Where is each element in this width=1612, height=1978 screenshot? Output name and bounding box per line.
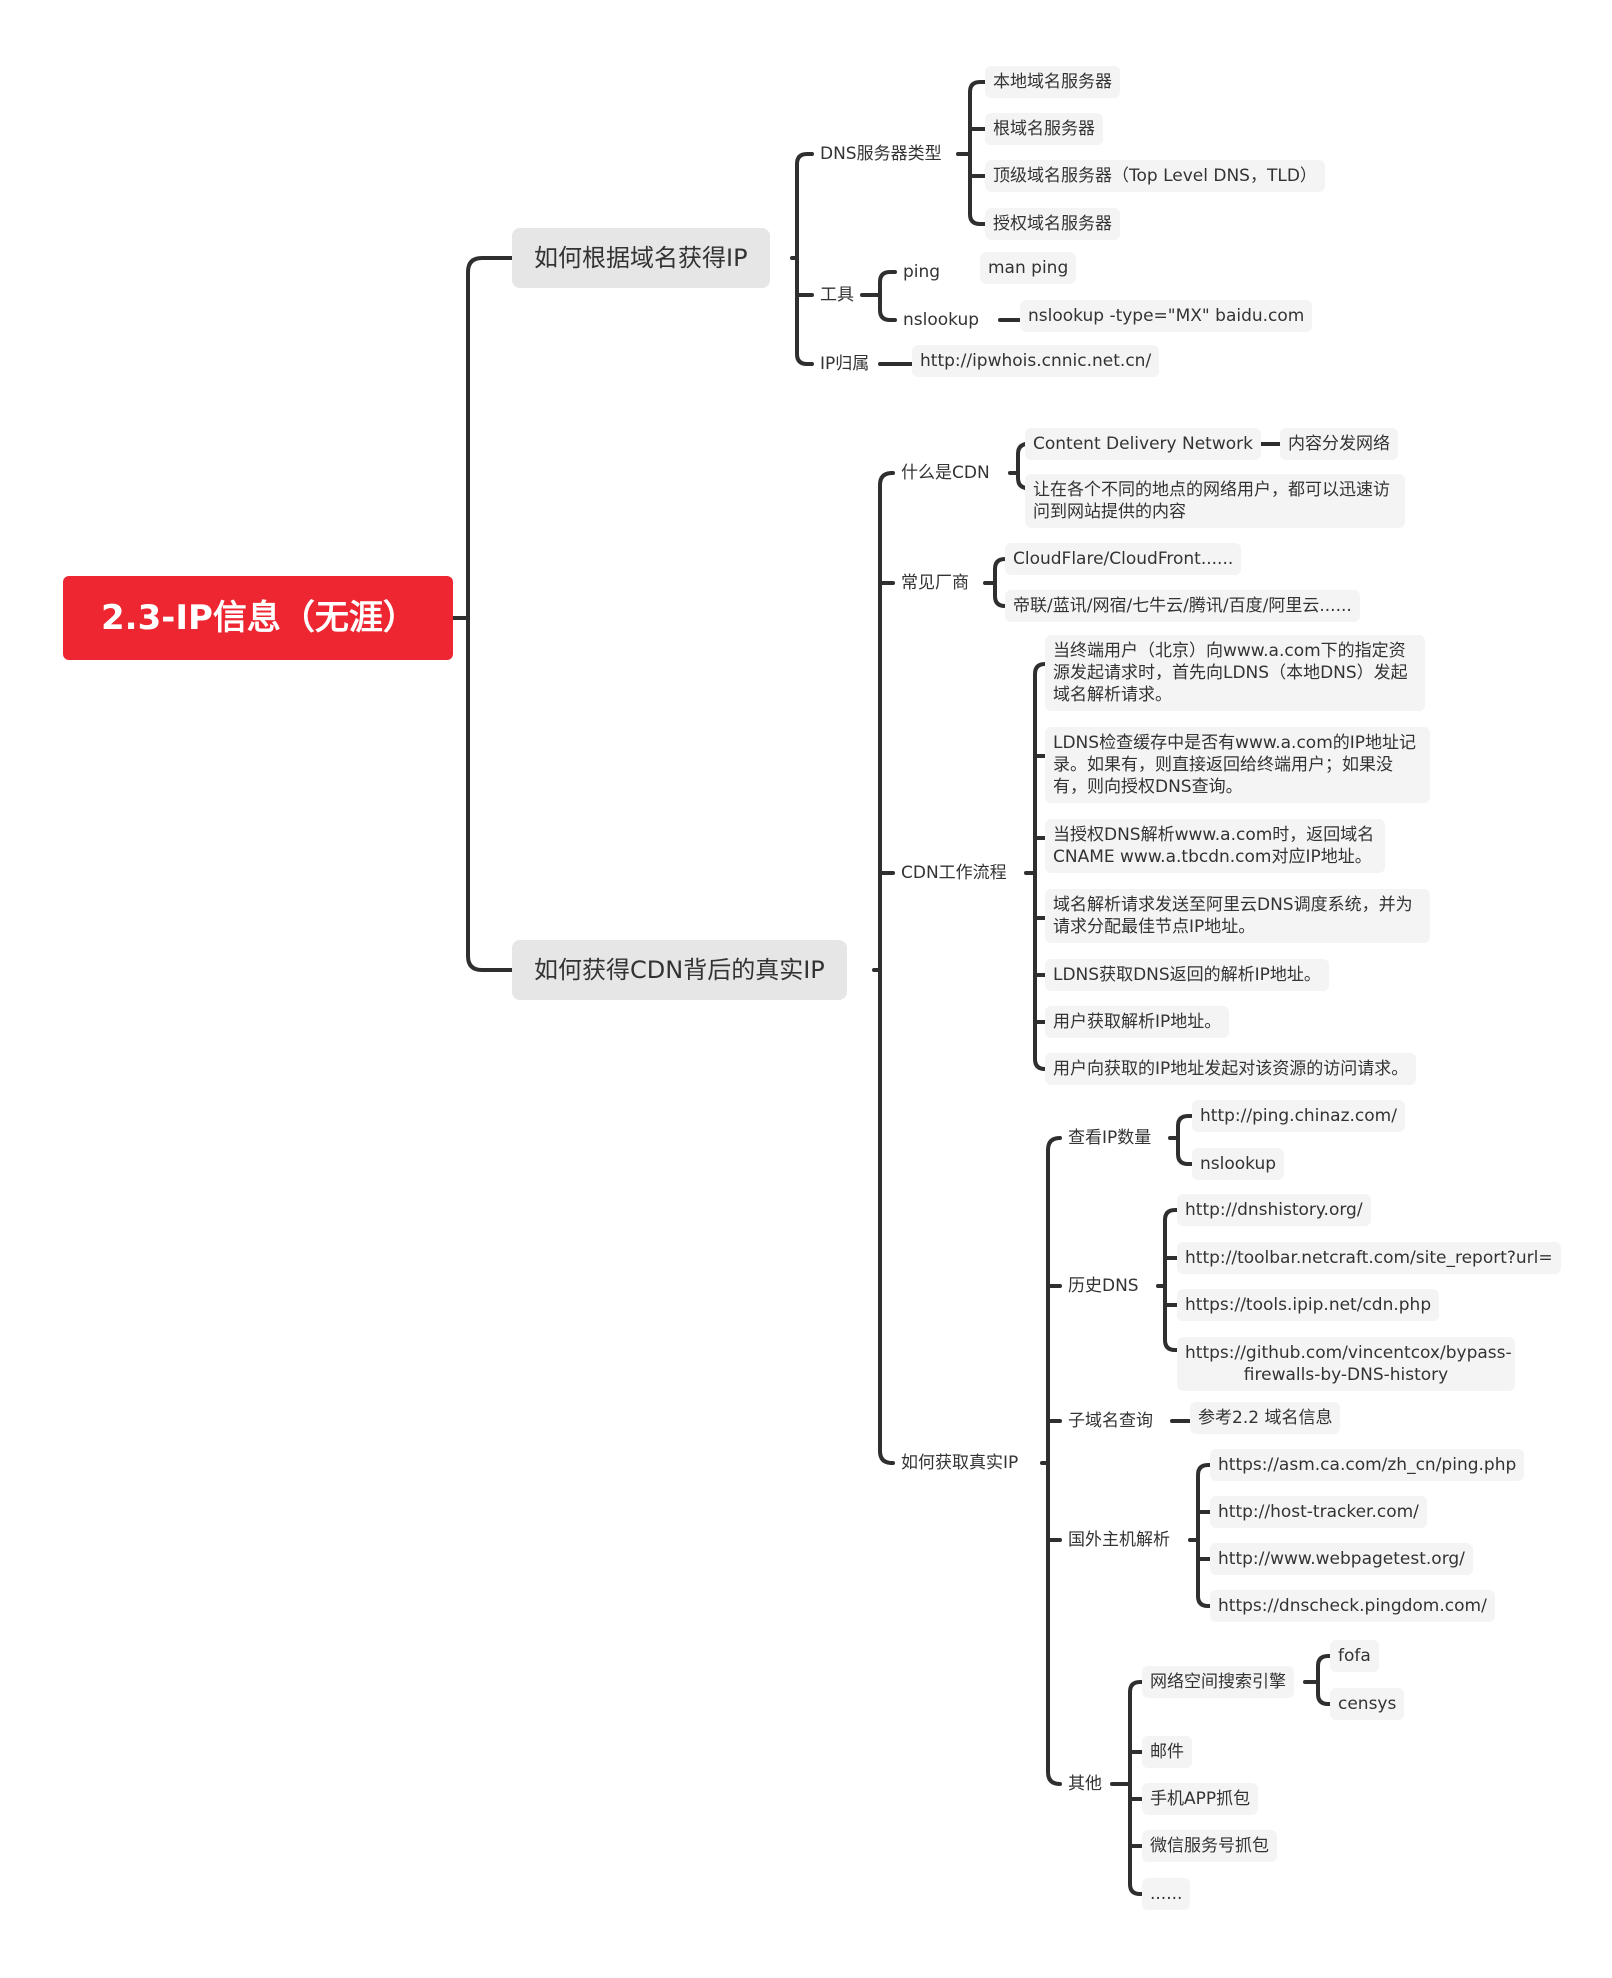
- connector: [1176, 1136, 1194, 1166]
- connector: [993, 557, 1007, 585]
- connector: [466, 616, 514, 972]
- cdn-chinese-name[interactable]: 内容分发网络: [1280, 428, 1398, 460]
- connector: [1316, 1654, 1332, 1684]
- connector: [1163, 1208, 1179, 1288]
- search-engine-node[interactable]: 网络空间搜索引擎: [1142, 1666, 1294, 1698]
- vendor-item[interactable]: 帝联/蓝讯/网宿/七牛云/腾讯/百度/阿里云......: [1005, 590, 1360, 622]
- foreign-resolve-node[interactable]: 国外主机解析: [1068, 1530, 1170, 1550]
- connector: [1176, 1114, 1194, 1140]
- other-node[interactable]: 其他: [1068, 1774, 1102, 1794]
- connector: [466, 256, 514, 620]
- subdomain-node[interactable]: 子域名查询: [1068, 1411, 1153, 1431]
- workflow-step[interactable]: 域名解析请求发送至阿里云DNS调度系统，并为请求分配最佳节点IP地址。: [1045, 889, 1430, 943]
- dns-type-item[interactable]: 根域名服务器: [985, 113, 1103, 145]
- connector: [1163, 1284, 1179, 1352]
- branch-domain-to-ip[interactable]: 如何根据域名获得IP: [512, 228, 770, 288]
- connector: [878, 270, 897, 297]
- connector: [1128, 1680, 1144, 1786]
- connector: [1046, 1136, 1062, 1465]
- subdomain-ref[interactable]: 参考2.2 域名信息: [1190, 1402, 1341, 1434]
- other-item[interactable]: 邮件: [1142, 1736, 1192, 1768]
- connector: [1033, 662, 1047, 875]
- fofa-node[interactable]: fofa: [1330, 1640, 1379, 1672]
- history-dns-link[interactable]: http://toolbar.netcraft.com/site_report?…: [1177, 1242, 1561, 1274]
- workflow-step[interactable]: 用户向获取的IP地址发起对该资源的访问请求。: [1045, 1053, 1417, 1085]
- connector: [1196, 1538, 1212, 1608]
- other-item[interactable]: ......: [1142, 1878, 1191, 1910]
- foreign-link[interactable]: https://dnscheck.pingdom.com/: [1210, 1590, 1495, 1622]
- man-ping-node[interactable]: man ping: [980, 252, 1077, 284]
- cdn-description[interactable]: 让在各个不同的地点的网络用户，都可以迅速访问到网站提供的内容: [1025, 474, 1405, 528]
- ip-owner-node[interactable]: IP归属: [820, 354, 870, 374]
- workflow-step[interactable]: LDNS获取DNS返回的解析IP地址。: [1045, 959, 1329, 991]
- connector: [1033, 871, 1047, 1071]
- connector: [795, 256, 814, 366]
- connector: [878, 471, 895, 972]
- connector: [1316, 1680, 1332, 1706]
- connector: [1128, 1782, 1144, 1896]
- cdn-vendors[interactable]: 常见厂商: [901, 573, 969, 593]
- tools-node[interactable]: 工具: [820, 285, 854, 305]
- dns-type-item[interactable]: 授权域名服务器: [985, 208, 1120, 240]
- connector: [968, 152, 987, 226]
- history-dns-link[interactable]: https://tools.ipip.net/cdn.php: [1177, 1289, 1440, 1321]
- connector: [878, 293, 897, 322]
- workflow-step[interactable]: 用户获取解析IP地址。: [1045, 1006, 1230, 1038]
- history-dns-link[interactable]: https://github.com/vincentcox/bypass-fir…: [1177, 1337, 1515, 1391]
- ip-count-node[interactable]: 查看IP数量: [1068, 1128, 1152, 1148]
- cdn-workflow[interactable]: CDN工作流程: [901, 863, 1007, 883]
- workflow-step[interactable]: LDNS检查缓存中是否有www.a.com的IP地址记录。如果有，则直接返回给终…: [1045, 727, 1430, 803]
- cdn-full-name[interactable]: Content Delivery Network: [1025, 428, 1261, 460]
- chinaz-link[interactable]: http://ping.chinaz.com/: [1192, 1100, 1405, 1132]
- root-node[interactable]: 2.3-IP信息（无涯）: [63, 576, 453, 660]
- dns-server-types[interactable]: DNS服务器类型: [820, 144, 942, 164]
- workflow-step[interactable]: 当终端用户（北京）向www.a.com下的指定资源发起请求时，首先向LDNS（本…: [1045, 635, 1425, 711]
- dns-type-item[interactable]: 顶级域名服务器（Top Level DNS，TLD）: [985, 160, 1325, 192]
- ipwhois-link[interactable]: http://ipwhois.cnnic.net.cn/: [912, 345, 1160, 377]
- connector: [878, 968, 895, 1465]
- censys-node[interactable]: censys: [1330, 1688, 1405, 1720]
- workflow-step[interactable]: 当授权DNS解析www.a.com时，返回域名CNAME www.a.tbcdn…: [1045, 819, 1385, 873]
- foreign-link[interactable]: https://asm.ca.com/zh_cn/ping.php: [1210, 1449, 1525, 1481]
- what-is-cdn[interactable]: 什么是CDN: [901, 463, 990, 483]
- other-item[interactable]: 微信服务号抓包: [1142, 1830, 1277, 1862]
- history-dns-node[interactable]: 历史DNS: [1068, 1276, 1139, 1296]
- nslookup-command[interactable]: nslookup -type="MX" baidu.com: [1020, 300, 1313, 332]
- vendor-item[interactable]: CloudFlare/CloudFront......: [1005, 543, 1242, 575]
- branch-cdn-real-ip[interactable]: 如何获得CDN背后的真实IP: [512, 940, 847, 1000]
- get-real-ip[interactable]: 如何获取真实IP: [901, 1453, 1019, 1473]
- connector: [1046, 1461, 1062, 1786]
- connector: [795, 152, 814, 260]
- ping-node[interactable]: ping: [903, 262, 941, 282]
- connector: [1196, 1463, 1212, 1542]
- other-item[interactable]: 手机APP抓包: [1142, 1783, 1259, 1815]
- foreign-link[interactable]: http://www.webpagetest.org/: [1210, 1543, 1473, 1575]
- connector: [968, 80, 987, 156]
- history-dns-link[interactable]: http://dnshistory.org/: [1177, 1194, 1371, 1226]
- nslookup-node[interactable]: nslookup: [903, 310, 980, 330]
- connector: [993, 581, 1007, 608]
- dns-type-item[interactable]: 本地域名服务器: [985, 66, 1120, 98]
- foreign-link[interactable]: http://host-tracker.com/: [1210, 1496, 1427, 1528]
- nslookup-tool[interactable]: nslookup: [1192, 1148, 1285, 1180]
